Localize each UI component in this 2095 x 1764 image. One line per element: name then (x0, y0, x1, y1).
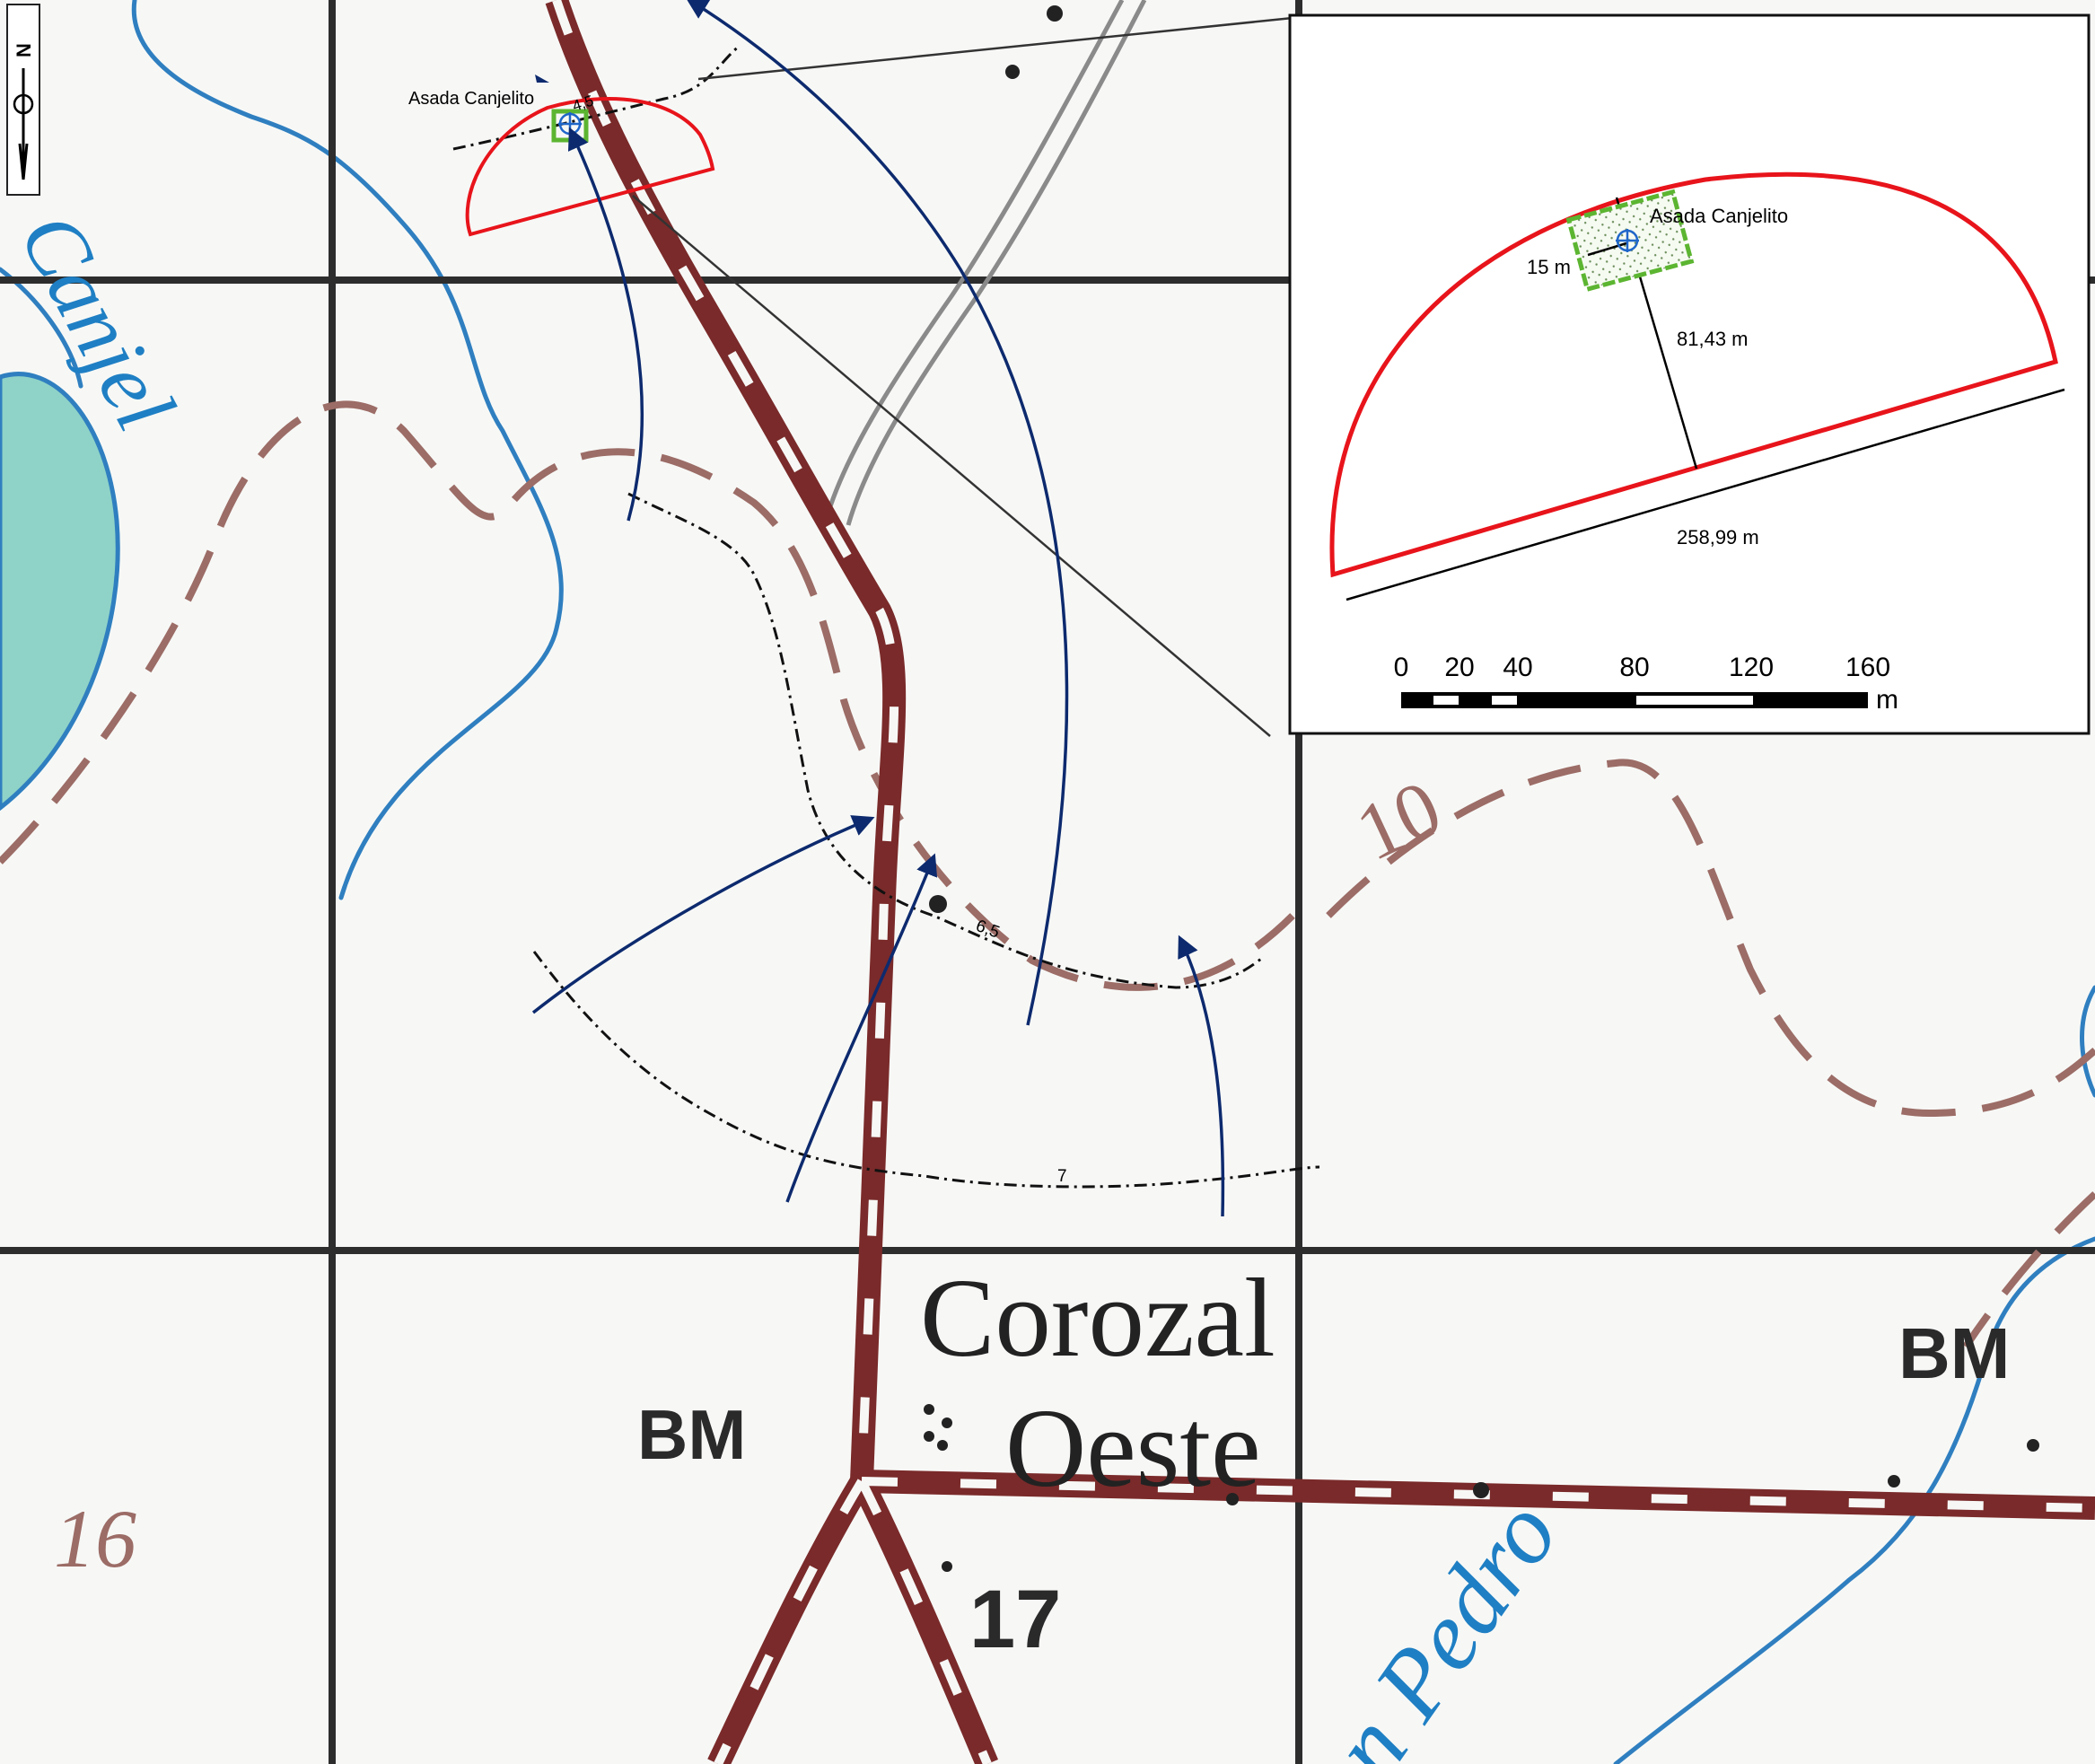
track (823, 0, 1147, 526)
flow-arrow-4 (785, 853, 938, 1203)
track-edge-2 (846, 0, 1147, 526)
radius-label: 81,43 m (1677, 328, 1749, 350)
groundwater-contour-7 (532, 951, 1320, 1189)
protection-zone-inset (1329, 171, 2058, 578)
flow-arrow-5 (1178, 935, 1225, 1217)
town-label-oeste: Oeste (1005, 1387, 1261, 1511)
flow-arrow-1 (567, 127, 644, 522)
contour-line-west (0, 400, 1295, 991)
scale-tick-0: 0 (1394, 653, 1409, 682)
contour-line-east (1326, 759, 2095, 1118)
chord-label: 258,99 m (1677, 526, 1759, 549)
flow-arrows (531, 0, 1225, 1217)
elevation-label-16: 16 (54, 1493, 136, 1584)
bm-label-right: BM (1898, 1313, 2010, 1393)
track-edge-1 (823, 0, 1125, 522)
scale-tick-80: 80 (1619, 653, 1649, 682)
scale-unit: m (1876, 685, 1898, 715)
side-line (1587, 241, 1627, 257)
groundwater-contour-4-5 (452, 43, 741, 151)
groundwater-contours (452, 43, 1320, 1189)
flow-arrow-3 (531, 815, 875, 1014)
site-label-map: Asada Canjelito (408, 89, 534, 109)
road-centre-north (552, 0, 899, 1482)
contour-lines (0, 400, 2095, 1349)
river-east-2 (2080, 985, 2095, 1098)
inset-frame (1288, 13, 2091, 735)
protection-zone-map (465, 97, 715, 237)
site-pointer-icon (535, 75, 549, 83)
flow-arrow-2 (685, 0, 1069, 1026)
inset-panel: Asada Canjelito 15 m 81,43 m 258,99 m 0 … (1288, 13, 2091, 735)
well-symbol-inset (1616, 229, 1639, 252)
lagoon (0, 372, 120, 812)
scale-bar: 0 20 40 80 120 160 m (1394, 653, 1898, 715)
elevation-label-17: 17 (969, 1574, 1061, 1665)
scale-tick-160: 160 (1845, 653, 1890, 682)
side-label: 15 m (1527, 256, 1571, 278)
scale-tick-120: 120 (1729, 653, 1774, 682)
contour-line-se (1962, 1191, 2095, 1349)
north-label: N (13, 43, 35, 57)
river-north (131, 0, 564, 900)
bm-label-left: BM (637, 1395, 746, 1474)
groundwater-contour-6-5 (627, 492, 1262, 989)
inset-connectors (632, 16, 1293, 737)
chord-dimension-line (1346, 388, 2065, 601)
north-needle-icon (18, 68, 29, 180)
scale-tick-20: 20 (1444, 653, 1474, 682)
scale-tick-40: 40 (1503, 653, 1532, 682)
site-label-inset: Asada Canjelito (1650, 205, 1788, 227)
north-arrow: N (6, 4, 40, 196)
town-label-corozal: Corozal (920, 1257, 1275, 1381)
buildings (924, 5, 2039, 1572)
contour-label-7: 7 (1057, 1167, 1067, 1186)
